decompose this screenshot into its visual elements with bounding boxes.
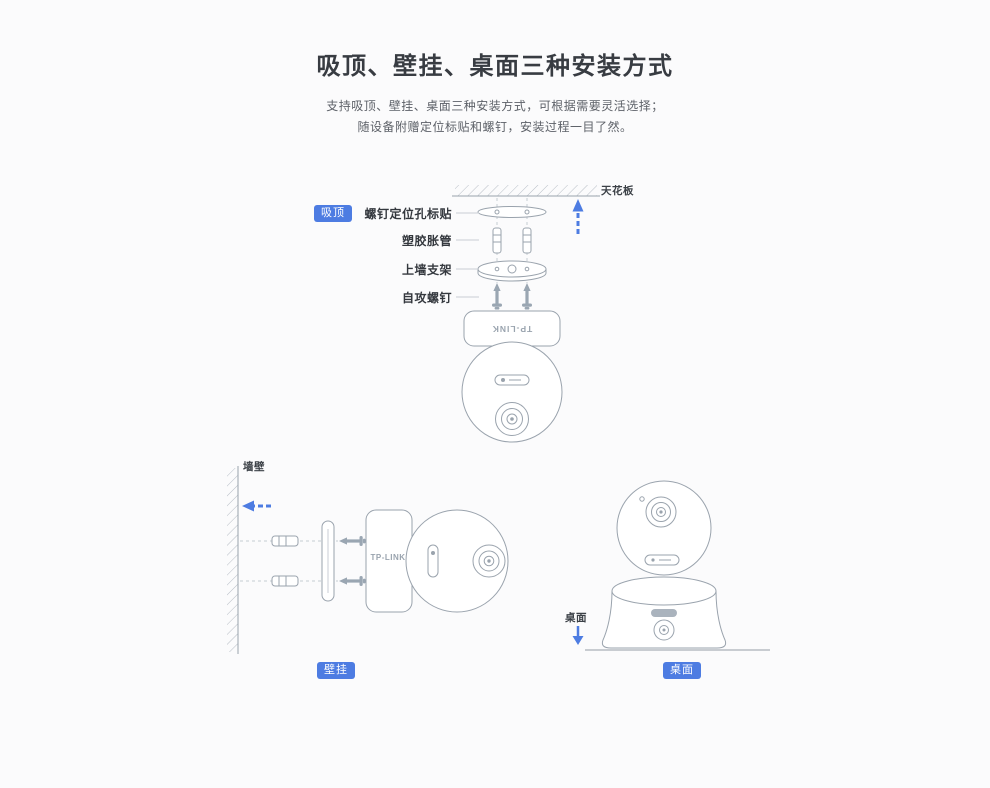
ceiling-hatch [455, 185, 597, 196]
self-tapping-screws [492, 283, 532, 310]
desk-surface-label: 桌面 [565, 612, 587, 624]
wall-direction-arrow [242, 500, 271, 512]
screw-positioning-sticker [477, 206, 547, 218]
desk-camera-head [616, 480, 712, 576]
wall-surface-label: 墙壁 [243, 461, 265, 473]
wall-mounting-bracket [321, 520, 335, 602]
wall-screws [339, 536, 366, 586]
wall-diagram-art: TP-LINK [227, 466, 509, 654]
wall-camera-brand-text: TP-LINK [370, 553, 405, 562]
subtitle-line-2: 随设备附赠定位标贴和螺钉，安装过程一目了然。 [357, 120, 633, 134]
status-led [639, 496, 645, 502]
part-label-anchor: 塑胶胀管 [401, 234, 452, 248]
ceiling-badge: 吸顶 [314, 205, 352, 222]
ceiling-direction-arrow [572, 199, 584, 234]
desk-camera-lens [645, 496, 677, 528]
part-label-screw: 自攻螺钉 [401, 291, 452, 305]
part-label-sticker: 螺钉定位孔标贴 [364, 207, 452, 221]
label-connector-lines [456, 212, 479, 298]
desk-direction-arrow [572, 626, 584, 645]
wall-camera-lens [472, 544, 506, 578]
ceiling-camera-lens [495, 402, 529, 436]
wall-hatch [227, 468, 238, 652]
mounting-bracket [477, 260, 547, 282]
desk-camera-front-details [651, 609, 677, 641]
desk-diagram-art [572, 480, 770, 651]
ceiling-diagram-art: TP-LINK [452, 185, 600, 443]
plastic-anchors [492, 227, 532, 254]
desk-badge: 桌面 [663, 662, 701, 679]
wall-camera-illustration: TP-LINK [365, 509, 509, 613]
page-title: 吸顶、壁挂、桌面三种安装方式 [316, 53, 674, 80]
subtitle-line-1: 支持吸顶、壁挂、桌面三种安装方式，可根据需要灵活选择； [326, 99, 664, 113]
wall-badge: 壁挂 [317, 662, 355, 679]
part-label-bracket: 上墙支架 [401, 263, 452, 277]
wall-plastic-anchors [271, 535, 299, 587]
ceiling-camera-brand-text: TP-LINK [492, 324, 533, 334]
ceiling-surface-label: 天花板 [601, 185, 634, 197]
ceiling-camera-illustration: TP-LINK [461, 310, 563, 443]
